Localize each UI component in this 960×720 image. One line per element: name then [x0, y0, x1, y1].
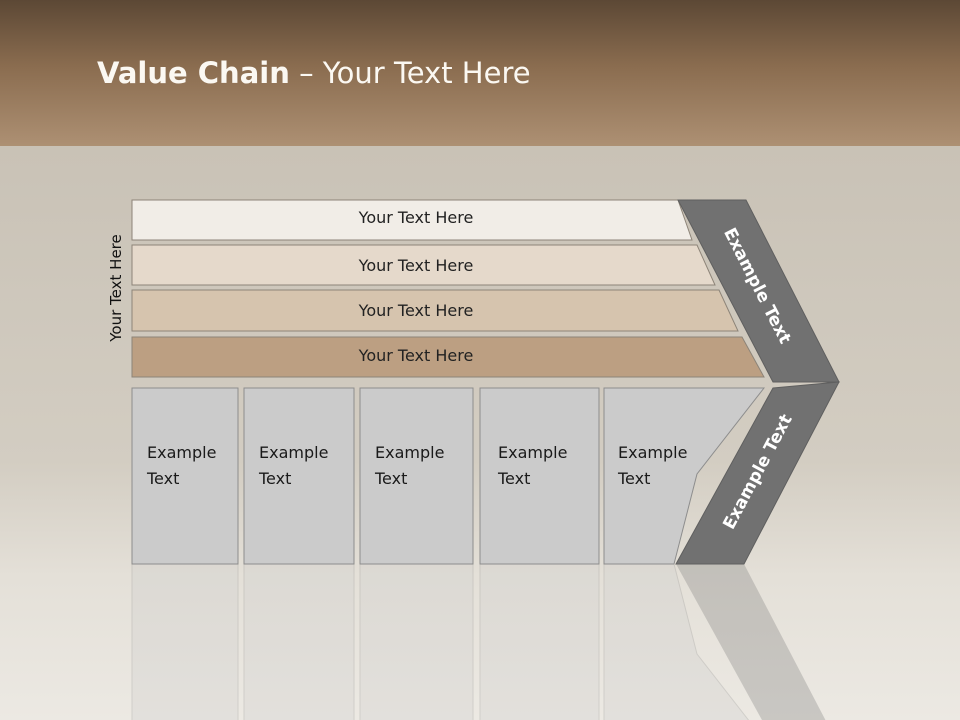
cell-4-line1: Example — [498, 443, 568, 462]
bar-1 — [131, 199, 693, 241]
chevron-bottom — [675, 381, 840, 565]
bar-2 — [131, 244, 716, 286]
bar-3-label: Your Text Here — [358, 301, 474, 320]
cell-2-box — [243, 387, 355, 565]
cell-5-line1: Example — [618, 443, 688, 462]
title-rest: – Your Text Here — [289, 56, 531, 90]
cell-1-line2: Text — [147, 469, 180, 488]
cell-3-box — [359, 387, 474, 565]
bar-3 — [131, 289, 739, 332]
cell-1-line1: Example — [147, 443, 217, 462]
bar-4-label: Your Text Here — [358, 346, 474, 365]
cell-4-line2: Text — [498, 469, 531, 488]
cell-2-line2: Text — [259, 469, 292, 488]
cell-2-line1: Example — [259, 443, 329, 462]
cell-3-line1: Example — [375, 443, 445, 462]
cell-5-line2: Text — [618, 469, 651, 488]
title-bold: Value Chain — [97, 56, 290, 90]
bar-1-label: Your Text Here — [358, 208, 474, 227]
cell-3-line2: Text — [375, 469, 408, 488]
bar-2-label: Your Text Here — [358, 256, 474, 275]
header-band — [0, 0, 960, 146]
bar-4 — [131, 336, 765, 378]
cell-5-box — [603, 387, 766, 565]
cell-1-box — [131, 387, 239, 565]
cell-4-box — [479, 387, 600, 565]
slide-title: Value Chain – Your Text Here — [97, 56, 531, 90]
